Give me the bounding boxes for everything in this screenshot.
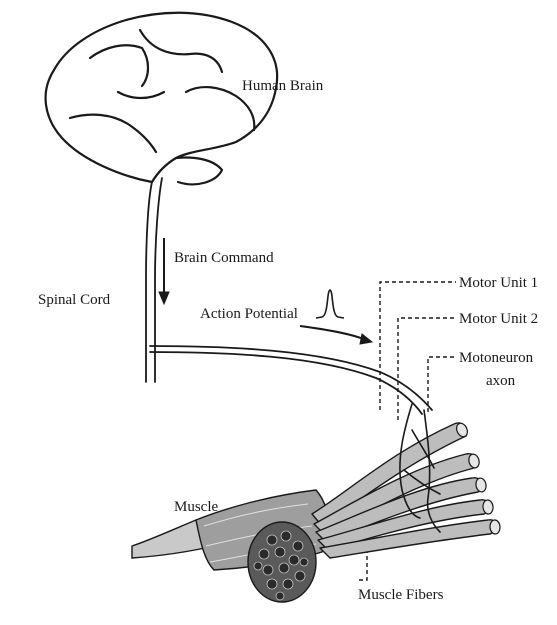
label-muscle-fibers: Muscle Fibers [358, 587, 444, 603]
label-spinal-cord: Spinal Cord [38, 292, 111, 308]
brain-sulcus-2 [140, 30, 222, 72]
label-motor-unit-2: Motor Unit 2 [459, 311, 538, 327]
propagation-arrow [300, 326, 372, 344]
label-action-potential: Action Potential [200, 306, 298, 322]
label-muscle: Muscle [174, 499, 219, 515]
label-motoneuron-axon: axon [486, 373, 516, 389]
brain-sulcus-5 [118, 92, 164, 98]
label-brain-command: Brain Command [174, 250, 274, 266]
muscle-fibers [312, 423, 497, 558]
brain-sulcus-4 [70, 115, 156, 152]
label-human-brain: Human Brain [242, 78, 324, 94]
spinal-cord-axon [146, 178, 432, 414]
brain-command-arrow [159, 238, 169, 304]
label-motoneuron: Motoneuron [459, 350, 534, 366]
action-potential-spike-icon [316, 290, 344, 318]
brain-outline [46, 13, 278, 182]
leader-motor-unit-1 [380, 282, 456, 410]
leader-motoneuron [428, 357, 456, 412]
label-motor-unit-1: Motor Unit 1 [459, 275, 538, 291]
axon-lower [150, 352, 422, 414]
cerebellum [176, 158, 222, 185]
axon-upper [150, 346, 432, 410]
brain-illustration [46, 13, 278, 185]
brain-sulcus-1 [90, 45, 148, 86]
